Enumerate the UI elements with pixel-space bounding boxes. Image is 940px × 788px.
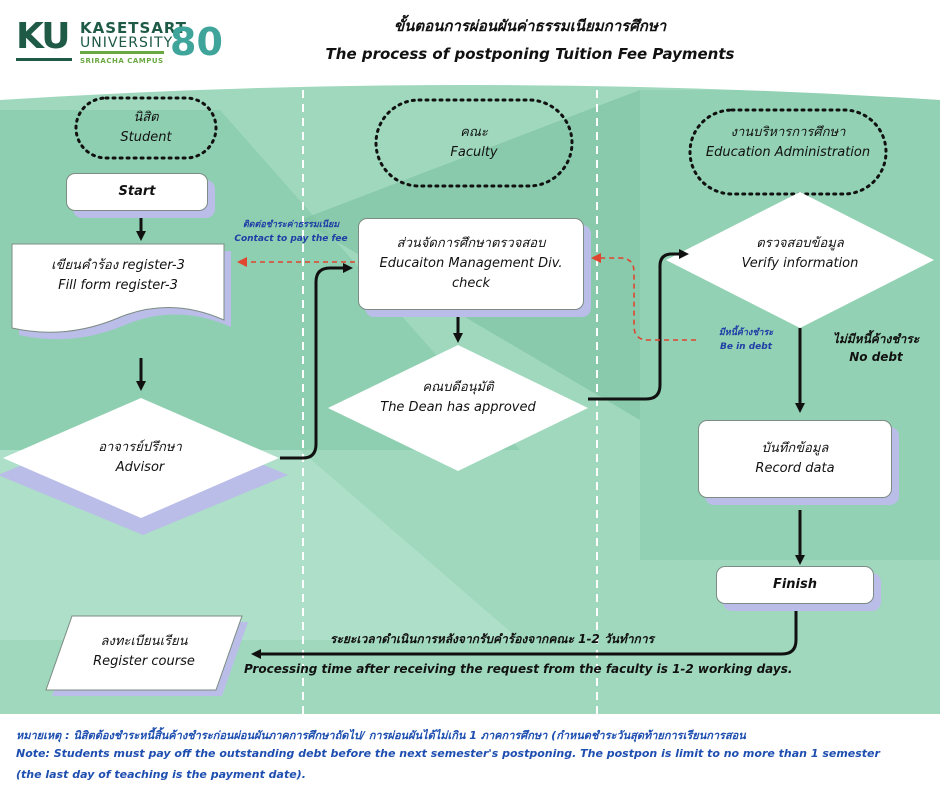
contact-pay-th: ติดต่อชำระค่าธรรมเนียม: [242, 220, 340, 230]
logo-anniversary: 80: [170, 20, 223, 64]
no-debt-th: ไม่มีหนี้ค้างชำระ: [832, 332, 920, 346]
lane-education-en: Education Administration: [705, 145, 871, 160]
fill-form-shape: [11, 243, 225, 333]
logo-underline: [16, 58, 72, 61]
lane-education-th: งานบริหารการศึกษา: [730, 125, 846, 140]
in-debt-label: มีหนี้ค้างชำระ Be in debt: [694, 326, 798, 354]
page-title-thai: ขั้นตอนการผ่อนผันค่าธรรมเนียมการศึกษา: [393, 17, 667, 35]
logo-name-line1: KASETSART: [80, 19, 188, 37]
footer-note-en-cont: (the last day of teaching is the payment…: [16, 768, 306, 781]
lane-header-student-outline: [74, 96, 218, 160]
edu-check-en1: Educaiton Management Div.: [379, 256, 563, 271]
fill-form-node: เขียนคำร้อง register-3 Fill form registe…: [12, 256, 224, 296]
record-node: บันทึกข้อมูล Record data: [698, 420, 892, 498]
lane-header-education-outline: [688, 108, 888, 196]
verify-en: Verify information: [741, 256, 859, 271]
edu-check-th: ส่วนจัดการศึกษาตรวจสอบ: [396, 236, 546, 251]
no-debt-en: No debt: [849, 350, 903, 364]
edu-check-node: ส่วนจัดการศึกษาตรวจสอบ Educaiton Managem…: [358, 218, 584, 310]
register-node: ลงทะเบียนเรียน Register course: [52, 632, 236, 672]
processing-time-en: Processing time after receiving the requ…: [244, 662, 793, 676]
dean-th: คณบดีอนุมัติ: [422, 380, 494, 395]
advisor-diamond: [3, 398, 279, 518]
university-logo: KU KASETSART UNIVERSITY SRIRACHA CAMPUS …: [6, 6, 234, 70]
processing-time-th: ระยะเวลาดำเนินการหลังจากรับคำร้องจากคณะ …: [330, 632, 654, 646]
dean-en: The Dean has approved: [380, 400, 536, 415]
lane-faculty-th: คณะ: [460, 125, 488, 140]
record-en: Record data: [755, 461, 835, 476]
logo-divider: [80, 51, 164, 54]
start-node: Start: [66, 173, 208, 211]
record-th: บันทึกข้อมูล: [761, 441, 829, 456]
advisor-en: Advisor: [115, 460, 165, 475]
no-debt-label: ไม่มีหนี้ค้างชำระ No debt: [816, 330, 936, 366]
contact-pay-en: Contact to pay the fee: [234, 234, 348, 244]
register-en: Register course: [93, 654, 195, 669]
lane-student-en: Student: [120, 130, 172, 145]
finish-node: Finish: [716, 566, 874, 604]
in-debt-th: มีหนี้ค้างชำระ: [718, 328, 774, 338]
dean-node: คณบดีอนุมัติ The Dean has approved: [368, 378, 548, 418]
logo-name-line2: UNIVERSITY: [80, 35, 174, 51]
arrow-advisor-to-edu: [280, 263, 353, 460]
fill-form-en: Fill form register-3: [58, 278, 178, 293]
verify-th: ตรวจสอบข้อมูล: [756, 236, 844, 251]
fill-form-th: เขียนคำร้อง register-3: [51, 258, 185, 273]
lane-faculty-en: Faculty: [450, 145, 498, 160]
edu-check-en2: check: [451, 276, 491, 291]
footer-note-en: Note: Students must pay off the outstand…: [16, 747, 880, 760]
lane-header-student: นิสิต Student: [76, 108, 216, 148]
lane-header-faculty: คณะ Faculty: [376, 123, 572, 163]
start-label: Start: [118, 184, 156, 199]
register-th: ลงทะเบียนเรียน: [100, 634, 188, 649]
logo-ku-mark: KU: [16, 16, 70, 57]
header-band: [0, 0, 940, 100]
lane-student-th: นิสิต: [133, 110, 159, 125]
finish-label: Finish: [772, 577, 818, 592]
in-debt-en: Be in debt: [719, 342, 772, 352]
advisor-th: อาจารย์ปรึกษา: [98, 440, 182, 455]
advisor-node: อาจารย์ปรึกษา Advisor: [40, 438, 240, 478]
register-shape: [45, 615, 243, 691]
dean-diamond: [328, 345, 588, 471]
footer-note-th: หมายเหตุ : นิสิตต้องชำระหนี้สิ้นค้างชำระ…: [16, 729, 746, 742]
verify-diamond: [666, 192, 934, 328]
lane-header-faculty-outline: [374, 98, 574, 188]
lane-header-education: งานบริหารการศึกษา Education Administrati…: [676, 123, 900, 163]
page-title-english: The process of postponing Tuition Fee Pa…: [325, 45, 735, 63]
arrow-dean-to-verify: [588, 249, 689, 401]
verify-node: ตรวจสอบข้อมูล Verify information: [710, 234, 890, 274]
footer-note: หมายเหตุ : นิสิตต้องชำระหนี้สิ้นค้างชำระ…: [0, 714, 940, 788]
logo-campus: SRIRACHA CAMPUS: [80, 57, 164, 65]
arrow-finish-to-register: [251, 602, 798, 659]
contact-pay-label: ติดต่อชำระค่าธรรมเนียม Contact to pay th…: [226, 218, 356, 246]
